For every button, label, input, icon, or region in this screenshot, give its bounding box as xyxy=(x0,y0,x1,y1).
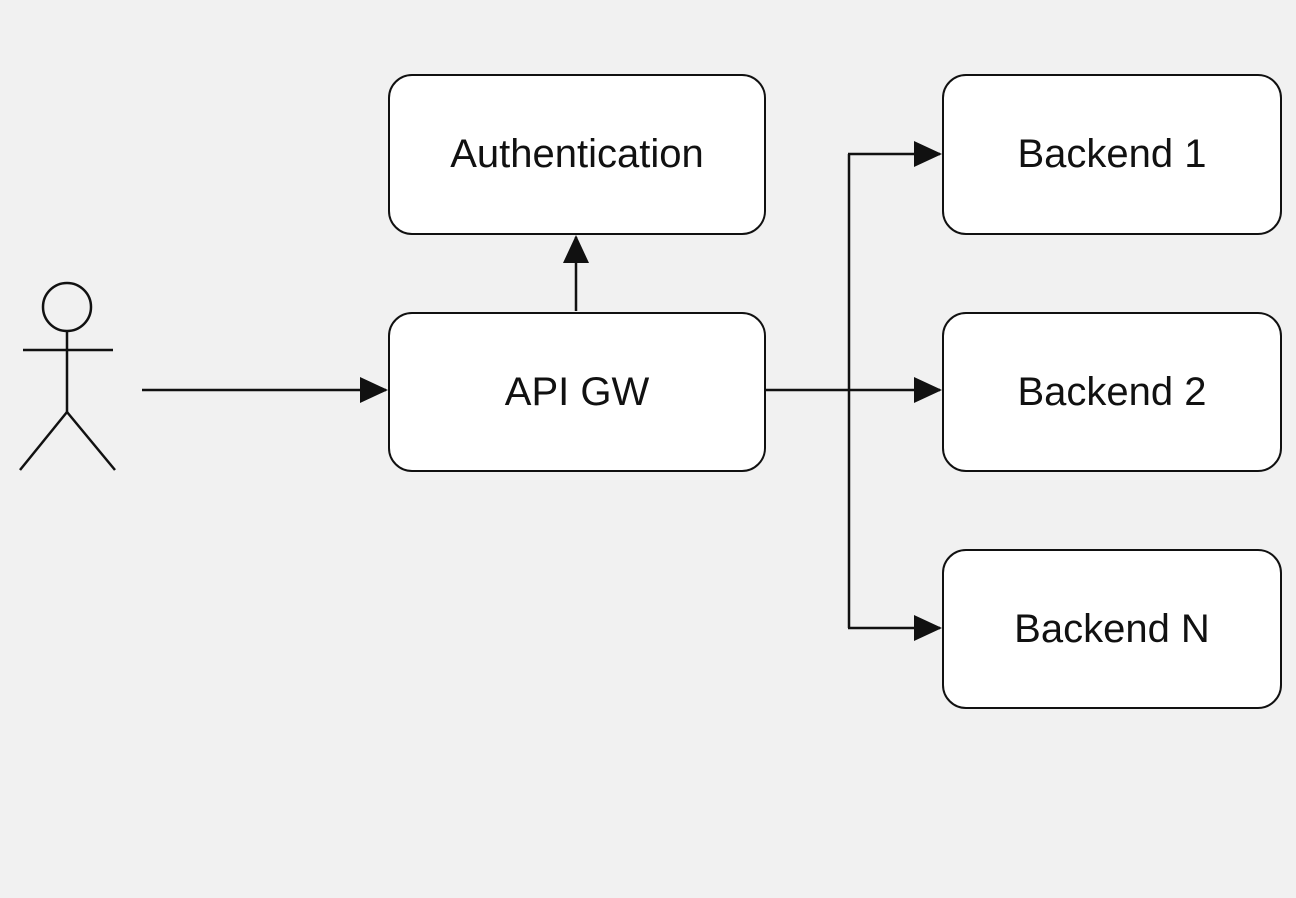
actor-left-leg xyxy=(19,411,68,471)
backend-1-node: Backend 1 xyxy=(942,74,1282,235)
authentication-node: Authentication xyxy=(388,74,766,235)
backend-n-label: Backend N xyxy=(1014,606,1210,651)
actor-right-leg xyxy=(66,411,116,471)
backend-2-node: Backend 2 xyxy=(942,312,1282,472)
backend-2-label: Backend 2 xyxy=(1017,369,1207,414)
backend-1-label: Backend 1 xyxy=(1017,132,1207,176)
api-gateway-label: API GW xyxy=(504,369,650,414)
authentication-label: Authentication xyxy=(450,132,704,176)
backend-n-node: Backend N xyxy=(942,549,1282,709)
actor-head xyxy=(41,281,93,333)
api-gateway-node: API GW xyxy=(388,312,766,472)
user-actor-icon xyxy=(19,281,116,471)
